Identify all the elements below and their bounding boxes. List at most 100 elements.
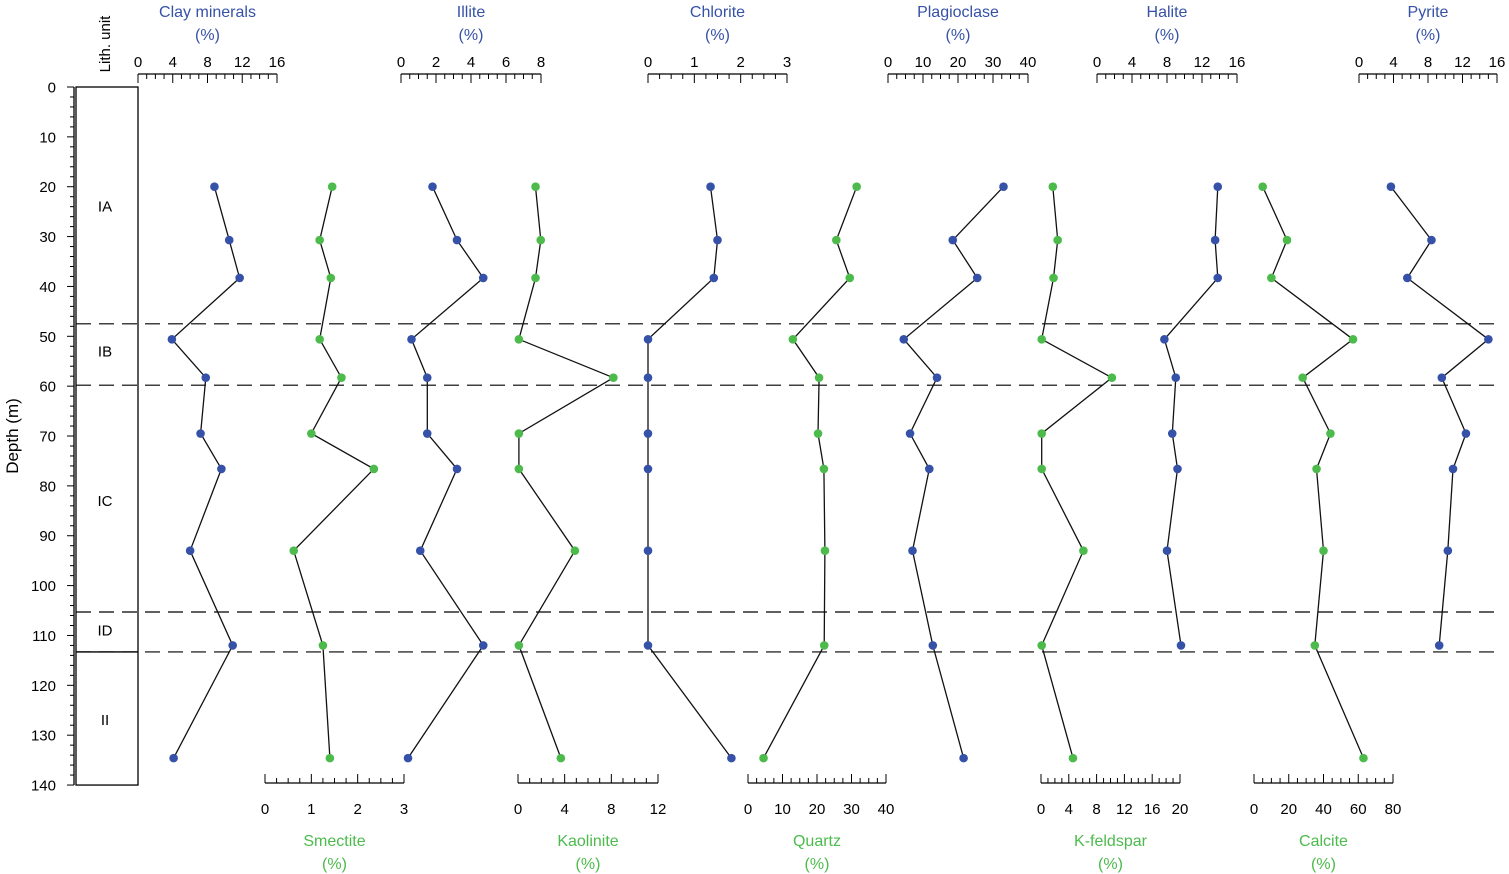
depth-tick-label: 0 bbox=[48, 80, 56, 97]
series-lines-layer bbox=[170, 186, 1490, 759]
calcite-tick-label: 60 bbox=[1350, 801, 1367, 818]
depth-axis-label: Depth (m) bbox=[3, 398, 22, 474]
illite-data-point bbox=[478, 273, 488, 283]
calcite-tick-label: 0 bbox=[1250, 801, 1258, 818]
plagioclase-data-point bbox=[932, 373, 942, 382]
depth-tick-label: 60 bbox=[39, 379, 56, 396]
smectite-data-point bbox=[315, 334, 324, 344]
lith-unit-header: Lith. unit bbox=[97, 15, 114, 73]
axes-layer bbox=[67, 73, 1498, 786]
pyrite-tick-label: 8 bbox=[1424, 54, 1432, 71]
illite-tick-label: 8 bbox=[537, 54, 545, 71]
illite-series-line bbox=[407, 186, 485, 759]
illite-tick-label: 2 bbox=[432, 54, 440, 71]
chlorite-data-point bbox=[643, 546, 653, 555]
depth-tick-label: 120 bbox=[31, 678, 56, 695]
illite-data-point bbox=[403, 753, 413, 763]
clay-minerals-data-point bbox=[167, 334, 177, 344]
pyrite-data-point bbox=[1484, 334, 1493, 344]
k-feldspar-tick-label: 12 bbox=[1116, 801, 1133, 818]
depth-tick-label: 10 bbox=[39, 129, 56, 146]
smectite-tick-label: 0 bbox=[261, 801, 269, 818]
quartz-tick-label: 20 bbox=[809, 801, 826, 818]
pyrite-title: Pyrite bbox=[1408, 4, 1449, 21]
quartz-data-point bbox=[845, 273, 855, 283]
quartz-data-point bbox=[788, 334, 798, 344]
illite-data-point bbox=[422, 429, 432, 438]
halite-series-line bbox=[1163, 186, 1219, 646]
illite-data-point bbox=[407, 334, 416, 344]
quartz-tick-label: 0 bbox=[744, 801, 752, 818]
clay-minerals-tick-label: 16 bbox=[269, 54, 286, 71]
plagioclase-data-point bbox=[899, 334, 909, 344]
plagioclase-title: Plagioclase bbox=[917, 4, 999, 21]
plagioclase-tick-label: 40 bbox=[1020, 54, 1037, 71]
depth-tick-label: 30 bbox=[39, 229, 56, 246]
chlorite-tick-label: 0 bbox=[644, 54, 652, 71]
halite-tick-label: 8 bbox=[1163, 54, 1171, 71]
clay-minerals-data-point bbox=[210, 182, 219, 192]
halite-tick-label: 12 bbox=[1194, 54, 1211, 71]
kaolinite-tick-label: 8 bbox=[607, 801, 615, 818]
pyrite-tick-label: 0 bbox=[1355, 54, 1363, 71]
k-feldspar-data-point bbox=[1049, 273, 1058, 283]
clay-minerals-tick-label: 4 bbox=[169, 54, 177, 71]
plagioclase-data-point bbox=[999, 182, 1008, 192]
illite-data-point bbox=[478, 641, 488, 650]
quartz-data-point bbox=[813, 429, 823, 438]
kaolinite-tick-label: 12 bbox=[650, 801, 667, 818]
quartz-series-line bbox=[762, 186, 858, 759]
clay-minerals-series-line bbox=[170, 186, 241, 759]
smectite-data-point bbox=[337, 373, 346, 382]
quartz-title: Quartz bbox=[793, 833, 841, 850]
k-feldspar-tick-label: 16 bbox=[1144, 801, 1161, 818]
illite-tick-label: 6 bbox=[502, 54, 510, 71]
smectite-tick-label: 3 bbox=[400, 801, 408, 818]
halite-data-point bbox=[1173, 464, 1182, 474]
calcite-data-point bbox=[1359, 753, 1368, 763]
quartz-data-point bbox=[852, 182, 861, 192]
pyrite-data-point bbox=[1461, 429, 1471, 438]
plagioclase-series-line bbox=[902, 186, 1004, 759]
halite-data-point bbox=[1171, 373, 1181, 382]
depth-tick-label: 90 bbox=[39, 528, 56, 545]
chlorite-data-point bbox=[713, 235, 722, 245]
halite-unit: (%) bbox=[1155, 27, 1180, 44]
pyrite-data-point bbox=[1386, 182, 1396, 192]
k-feldspar-data-point bbox=[1037, 641, 1046, 650]
k-feldspar-tick-label: 4 bbox=[1065, 801, 1073, 818]
clay-minerals-data-point bbox=[185, 546, 195, 555]
calcite-tick-label: 80 bbox=[1385, 801, 1402, 818]
plagioclase-tick-label: 20 bbox=[950, 54, 967, 71]
depth-tick-label: 70 bbox=[39, 429, 56, 446]
k-feldspar-tick-label: 0 bbox=[1037, 801, 1045, 818]
depth-tick-label: 40 bbox=[39, 279, 56, 296]
k-feldspar-data-point bbox=[1037, 429, 1046, 438]
smectite-data-point bbox=[318, 641, 328, 650]
calcite-tick-label: 40 bbox=[1315, 801, 1332, 818]
smectite-unit: (%) bbox=[322, 856, 347, 873]
calcite-data-point bbox=[1298, 373, 1307, 382]
chlorite-data-point bbox=[643, 334, 653, 344]
chlorite-data-point bbox=[643, 373, 653, 382]
clay-minerals-data-point bbox=[201, 373, 211, 382]
pyrite-data-point bbox=[1403, 273, 1412, 283]
lith-unit-label: IB bbox=[98, 343, 112, 360]
chlorite-tick-label: 1 bbox=[690, 54, 698, 71]
illite-data-point bbox=[428, 182, 437, 192]
k-feldspar-data-point bbox=[1107, 373, 1117, 382]
halite-data-point bbox=[1210, 235, 1220, 245]
chlorite-data-point bbox=[643, 429, 653, 438]
depth-tick-label: 20 bbox=[39, 179, 56, 196]
lith-unit-label: IC bbox=[98, 493, 113, 510]
calcite-data-point bbox=[1267, 273, 1276, 283]
kaolinite-tick-label: 0 bbox=[514, 801, 522, 818]
quartz-data-point bbox=[832, 235, 841, 245]
clay-minerals-unit: (%) bbox=[195, 27, 220, 44]
lith-unit-label: IA bbox=[98, 199, 112, 216]
plagioclase-data-point bbox=[908, 546, 917, 555]
chlorite-tick-label: 3 bbox=[783, 54, 791, 71]
calcite-series-line bbox=[1262, 186, 1365, 759]
pyrite-data-point bbox=[1427, 235, 1436, 245]
quartz-data-point bbox=[820, 546, 830, 555]
